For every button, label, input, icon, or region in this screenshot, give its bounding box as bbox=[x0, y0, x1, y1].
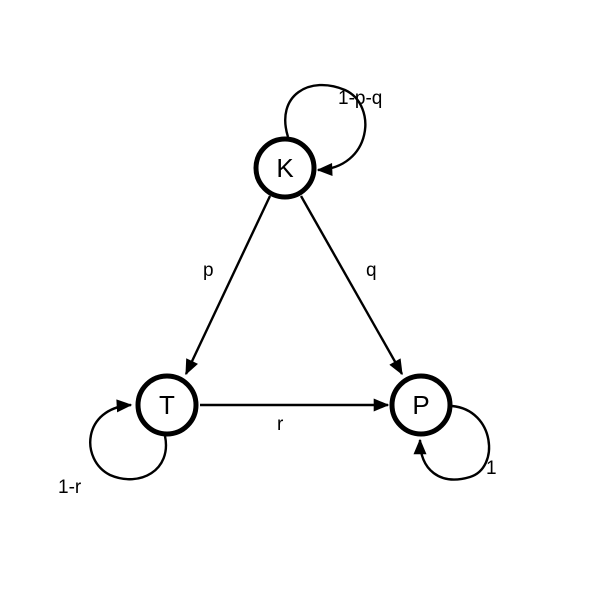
edge-t-self-loop bbox=[89, 399, 168, 481]
edge-t-self-label: 1-r bbox=[58, 477, 82, 498]
node-t: T bbox=[135, 373, 199, 437]
node-t-circle bbox=[135, 373, 199, 437]
edge-k-to-t-label: p bbox=[203, 260, 214, 281]
edge-k-self-label: 1-p-q bbox=[338, 88, 382, 109]
node-k-circle bbox=[253, 136, 317, 200]
edge-p-self-loop bbox=[413, 404, 491, 481]
edge-p-self-label: 1 bbox=[486, 458, 497, 479]
node-k-label: K bbox=[276, 153, 294, 183]
edge-k-to-p bbox=[299, 195, 404, 376]
edge-k-to-p-label: q bbox=[366, 260, 377, 281]
node-k: K bbox=[253, 136, 317, 200]
node-t-label: T bbox=[159, 390, 175, 420]
node-p-label: P bbox=[412, 390, 429, 420]
edge-k-to-t bbox=[184, 195, 272, 376]
edge-t-to-p-label: r bbox=[277, 414, 284, 435]
node-p-circle bbox=[389, 373, 453, 437]
edge-k-self-loop bbox=[284, 83, 367, 176]
node-p: P bbox=[389, 373, 453, 437]
